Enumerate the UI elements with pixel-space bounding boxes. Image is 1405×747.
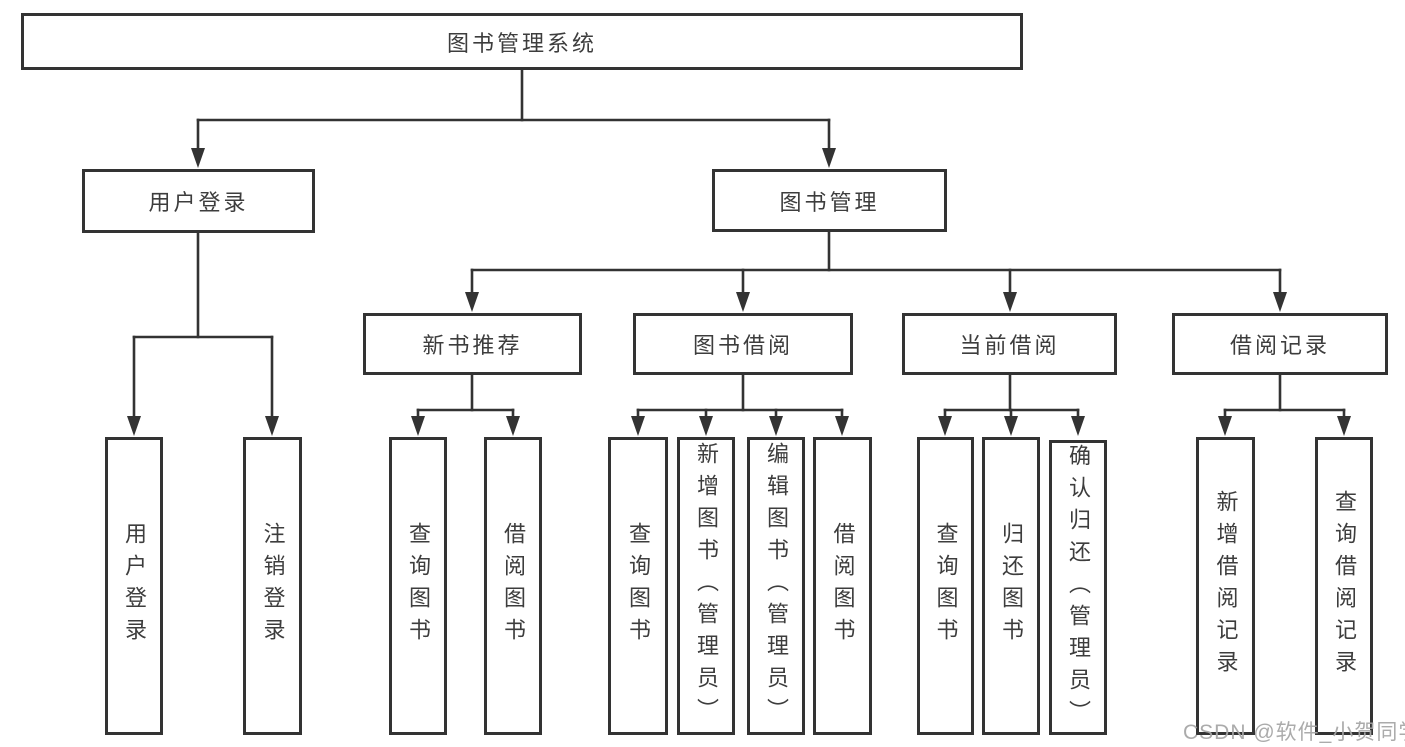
leaf-user-login: 用户登录 [105, 437, 163, 735]
leaf-user-login-label: 用户登录 [122, 522, 147, 650]
leaf-add-borrow-record-label: 新增借阅记录 [1213, 490, 1239, 682]
leaf-query-books-borrow: 查询图书 [608, 437, 668, 735]
leaf-confirm-return-admin-label: 确认归还（管理员） [1066, 443, 1091, 732]
connector-new-book-children [411, 373, 520, 436]
node-borrow-records-label: 借阅记录 [1229, 333, 1330, 358]
connector-user-login-children [127, 231, 279, 436]
connector-root-to-level2 [191, 68, 836, 168]
leaf-borrow-books: 借阅图书 [813, 437, 872, 735]
node-root-system: 图书管理系统 [21, 13, 1023, 70]
connector-borrow-records-children [1218, 373, 1351, 436]
connector-current-borrow-children [938, 373, 1085, 436]
leaf-query-books-current: 查询图书 [917, 437, 974, 735]
leaf-query-borrow-record-label: 查询借阅记录 [1332, 490, 1357, 682]
csdn-watermark: CSDN @软件_小贺同学 [1183, 721, 1405, 744]
node-current-borrow-label: 当前借阅 [959, 333, 1060, 358]
node-new-book-recommend-label: 新书推荐 [422, 333, 523, 358]
node-current-borrow: 当前借阅 [902, 313, 1117, 375]
leaf-query-borrow-record: 查询借阅记录 [1315, 437, 1373, 735]
leaf-return-books: 归还图书 [982, 437, 1040, 735]
node-user-login-label: 用户登录 [148, 190, 249, 215]
leaf-confirm-return-admin: 确认归还（管理员） [1049, 440, 1107, 735]
leaf-borrow-books-recommend-label: 借阅图书 [501, 522, 526, 650]
leaf-logout-label: 注销登录 [260, 522, 286, 650]
leaf-add-books-admin-label: 新增图书（管理员） [694, 442, 719, 730]
leaf-query-books-borrow-label: 查询图书 [626, 522, 651, 650]
leaf-edit-books-admin-label: 编辑图书（管理员） [764, 442, 789, 730]
node-root-system-label: 图书管理系统 [446, 30, 597, 56]
node-book-borrow: 图书借阅 [633, 313, 853, 375]
leaf-query-books-recommend-label: 查询图书 [406, 522, 431, 650]
leaf-return-books-label: 归还图书 [999, 522, 1024, 650]
leaf-borrow-books-recommend: 借阅图书 [484, 437, 542, 735]
connector-book-borrow-children [631, 373, 849, 436]
leaf-edit-books-admin: 编辑图书（管理员） [747, 437, 805, 735]
leaf-logout: 注销登录 [243, 437, 302, 735]
leaf-query-books-current-label: 查询图书 [933, 522, 959, 650]
node-book-borrow-label: 图书借阅 [692, 333, 793, 358]
leaf-borrow-books-label: 借阅图书 [830, 522, 856, 650]
leaf-add-books-admin: 新增图书（管理员） [677, 437, 735, 735]
node-new-book-recommend: 新书推荐 [363, 313, 582, 375]
node-user-login: 用户登录 [82, 169, 315, 233]
node-book-management-label: 图书管理 [779, 189, 880, 215]
leaf-query-books-recommend: 查询图书 [389, 437, 447, 735]
leaf-add-borrow-record: 新增借阅记录 [1196, 437, 1255, 735]
node-book-management: 图书管理 [712, 169, 947, 232]
node-borrow-records: 借阅记录 [1172, 313, 1388, 375]
connector-book-mgmt-to-level3 [465, 230, 1287, 312]
